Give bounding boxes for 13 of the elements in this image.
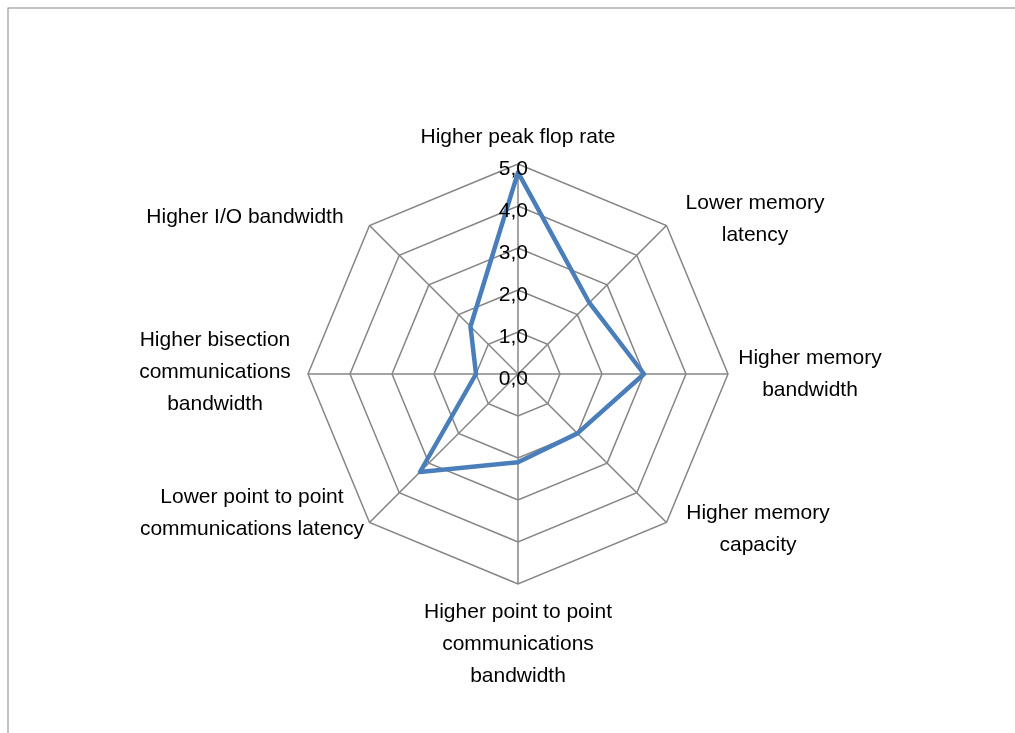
axis-label: Higher peak flop rate: [419, 123, 617, 149]
tick-label: 5,0: [497, 156, 528, 180]
axis-label: Higher memory capacity: [685, 499, 831, 557]
axis-label: Lower point to point communications latency: [138, 483, 366, 541]
axis-label: Higher point to point communications bandwidth: [423, 598, 613, 688]
axis-label: Higher memory bandwidth: [737, 344, 883, 402]
axis-label: Higher bisection communications bandwidth: [138, 326, 292, 416]
axis-label: Higher I/O bandwidth: [145, 203, 345, 229]
tick-label: 1,0: [497, 324, 528, 348]
tick-label: 2,0: [497, 282, 528, 306]
tick-label: 0,0: [497, 366, 528, 390]
axis-label: Lower memory latency: [684, 189, 826, 247]
tick-label: 3,0: [497, 240, 528, 264]
